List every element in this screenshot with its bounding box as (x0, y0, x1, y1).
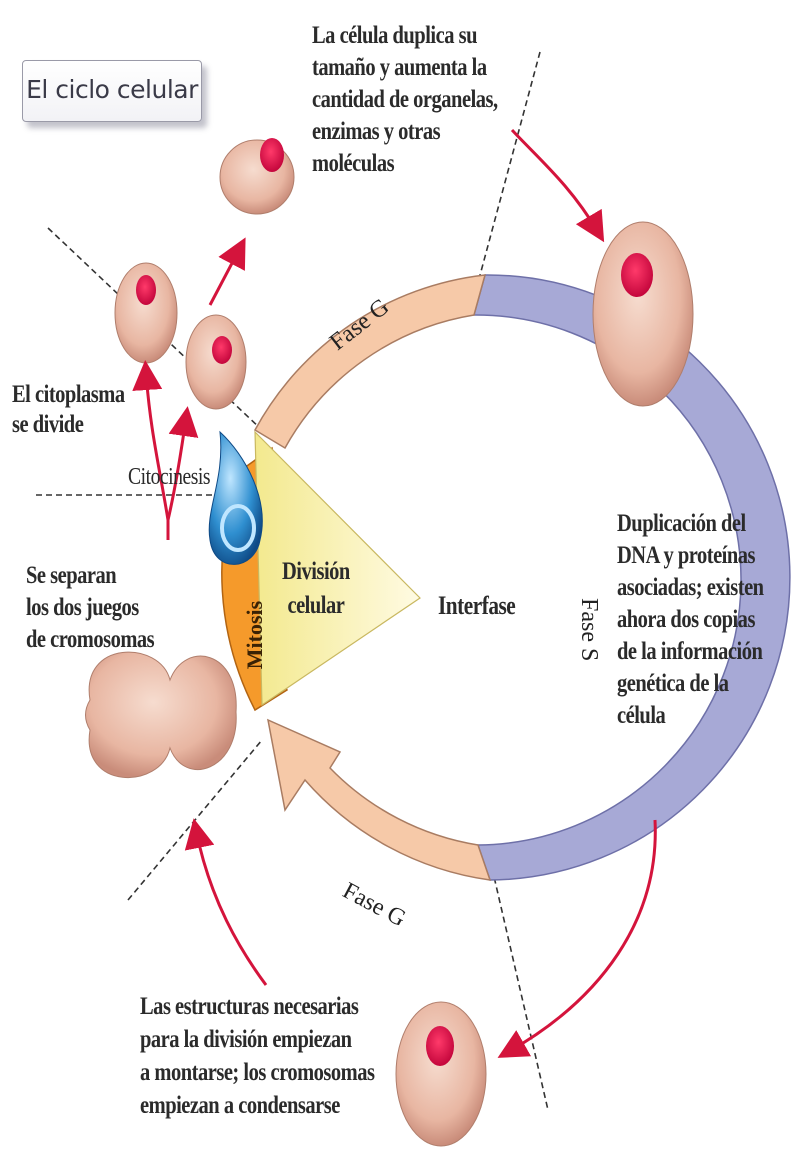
diagram-title: El ciclo celular (22, 60, 202, 122)
label-cell-division: División celular (282, 555, 350, 623)
fase-g-bottom-label: Fase G (338, 878, 410, 933)
label-chromosomes-separate: Se separan los dos juegos de cromosomas (26, 560, 154, 656)
divider-bottom-right (492, 868, 548, 1110)
label-cytoplasm-divides: El citoplasma se divide (12, 380, 125, 440)
arrow-to-large-cell (512, 130, 598, 232)
label-s-phase-description: Duplicación del DNA y proteínas asociada… (617, 508, 771, 732)
scissors-icon (209, 432, 262, 564)
arrow-to-daughter-top (210, 248, 240, 305)
mitosis-label: Mitosis (242, 600, 267, 669)
label-cytokinesis: Citocinesis (128, 462, 210, 493)
cell-daughter-top (220, 138, 294, 214)
cell-dividing (86, 652, 237, 777)
label-interphase: Interfase (438, 590, 515, 621)
cell-daughter-left (115, 263, 177, 363)
cell-large-right (593, 222, 693, 406)
label-g2-description: Las estructuras necesarias para la divis… (140, 990, 375, 1122)
cell-daughter-right (186, 315, 246, 409)
label-g1-description: La célula duplica su tamaño y aumenta la… (312, 20, 498, 180)
cell-bottom (396, 1002, 486, 1146)
g-phase-bottom-band (268, 720, 490, 880)
fase-s-label: Fase S (576, 598, 602, 661)
arrow-up-from-bottom (196, 830, 266, 985)
arrow-to-daughter-left (146, 372, 168, 520)
